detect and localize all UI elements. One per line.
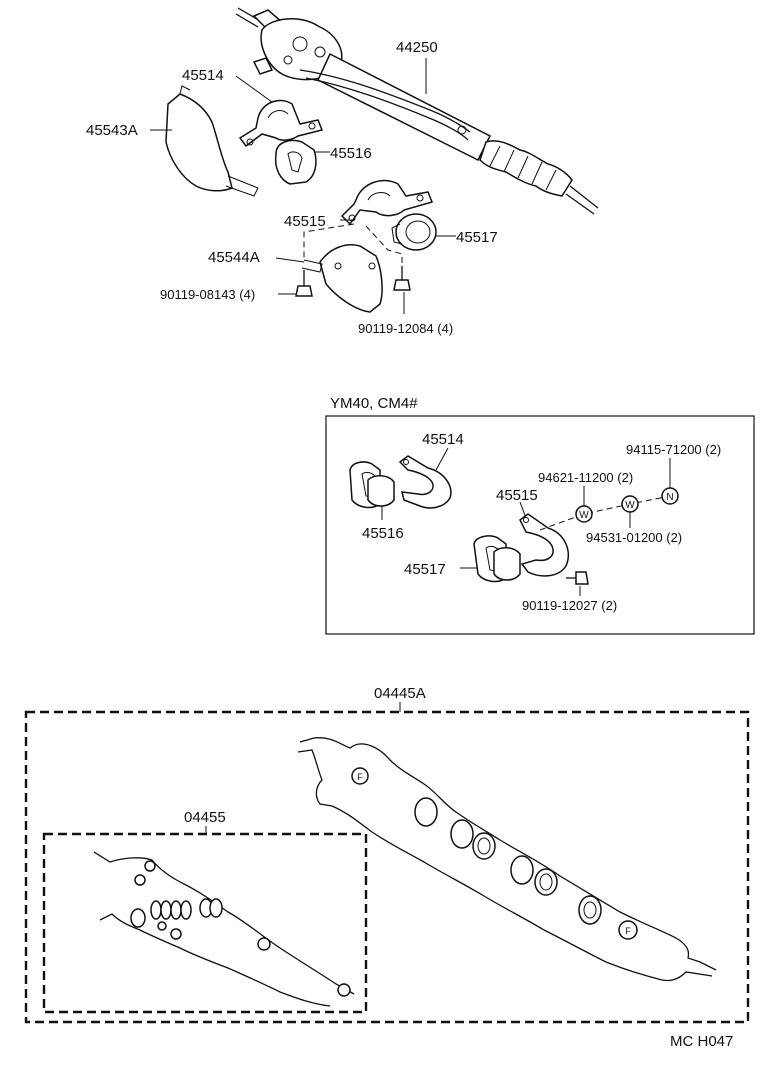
leader-45514-upper [235, 75, 273, 103]
bracket-45515-variant [519, 513, 569, 577]
kit-04445A-symbol-top: F [357, 772, 363, 782]
label-45514-upper: 45514 [182, 67, 224, 84]
gasket-kit-04455 [93, 851, 355, 1007]
grommet-45516-variant [349, 461, 395, 509]
label-45516-upper: 45516 [330, 145, 372, 162]
nut-94115: N [661, 487, 679, 505]
washer-94531: W [621, 495, 639, 513]
bracket-45514 [238, 99, 324, 148]
steering-gear-assembly [235, 7, 599, 215]
kit-04445A-boundary [24, 710, 750, 1024]
grommet-45517-variant [473, 535, 521, 583]
label-45543A: 45543A [86, 122, 138, 139]
variant-box [325, 415, 755, 635]
guide-dash-right [365, 225, 403, 270]
leader-45544A [275, 257, 305, 263]
variant-box-title: YM40, CM4# [330, 395, 418, 412]
label-45517-variant: 45517 [404, 561, 446, 578]
bolt-90119-12084 [393, 266, 411, 291]
footer-code: MC H047 [670, 1033, 733, 1050]
grommet-45516 [274, 139, 317, 185]
label-45514-variant: 45514 [422, 431, 464, 448]
gasket-kit-04445A: F F [297, 737, 717, 982]
leader-45515-variant [519, 501, 527, 519]
label-94115: 94115-71200 (2) [626, 442, 721, 457]
bolt-90119-08143 [295, 270, 313, 297]
label-45544A: 45544A [208, 249, 260, 266]
label-04455: 04455 [184, 809, 226, 826]
washer-94621: W [575, 505, 593, 523]
bolt-90119-12027 [566, 571, 589, 585]
washer-94621-symbol: W [579, 510, 589, 521]
cover-45544A [301, 244, 383, 313]
guide-dash-left [303, 223, 355, 262]
label-90119-12084: 90119-12084 (4) [358, 321, 453, 336]
label-45516-variant: 45516 [362, 525, 404, 542]
label-94621: 94621-11200 (2) [538, 470, 633, 485]
label-45517-upper: 45517 [456, 229, 498, 246]
label-44250: 44250 [396, 39, 438, 56]
kit-04445A-symbol-bottom: F [625, 926, 631, 936]
bracket-45515 [340, 179, 434, 226]
label-94531: 94531-01200 (2) [586, 530, 682, 545]
label-45515-variant: 45515 [496, 487, 538, 504]
label-90119-08143: 90119-08143 (4) [160, 287, 255, 302]
variant-dash-line [539, 495, 671, 531]
bracket-45514-variant [398, 455, 452, 509]
nut-94115-symbol: N [666, 492, 673, 503]
washer-94531-symbol: W [625, 500, 635, 511]
label-45515-upper: 45515 [284, 213, 326, 230]
leader-45514-variant [435, 447, 449, 471]
label-90119-12027: 90119-12027 (2) [522, 598, 617, 613]
cover-45543A [165, 85, 259, 197]
kit-04455-boundary [42, 832, 368, 1014]
label-04445A: 04445A [374, 685, 426, 702]
grommet-45517 [391, 213, 437, 251]
